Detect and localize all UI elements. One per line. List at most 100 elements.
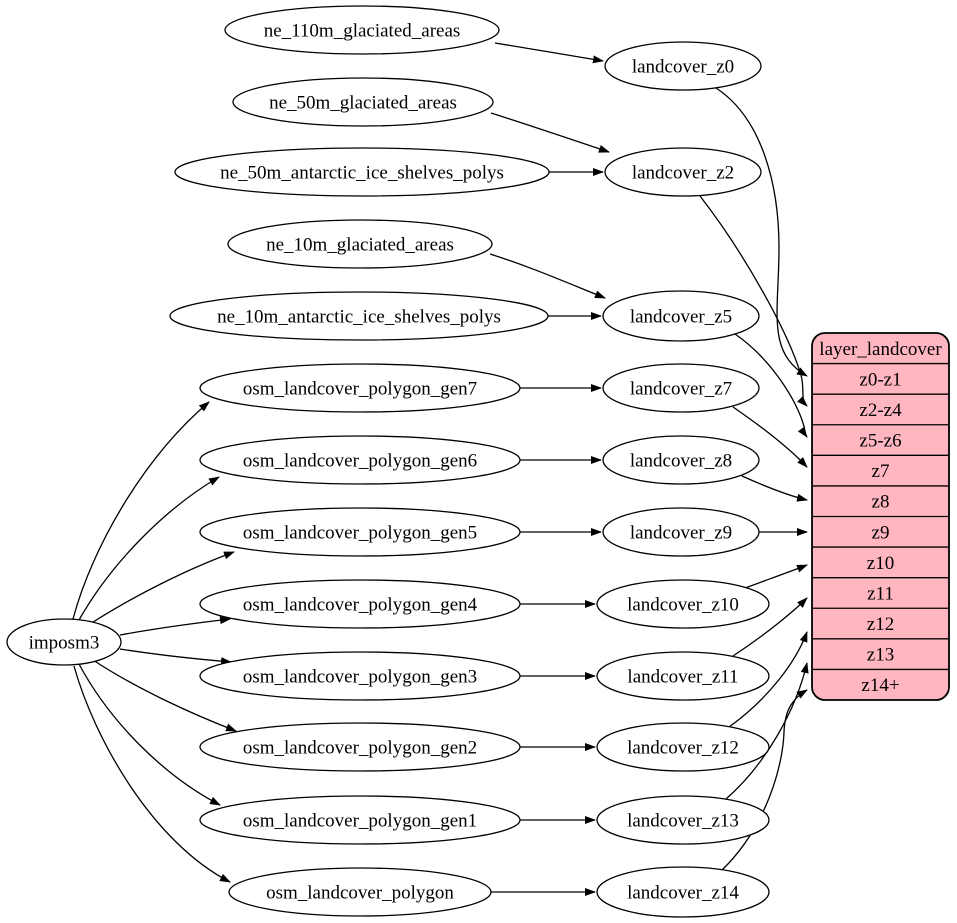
node-label: ne_10m_antarctic_ice_shelves_polys <box>217 306 501 327</box>
edge-imposm3--osm_landcover_polygon_gen3 <box>119 648 232 666</box>
node-landcover_z11: landcover_z11 <box>596 651 770 701</box>
node-landcover_z14: landcover_z14 <box>596 866 770 918</box>
node-shape <box>199 722 521 772</box>
table-row: z2-z4 <box>859 400 902 421</box>
node-osm_landcover_polygon_gen3: osm_landcover_polygon_gen3 <box>199 651 521 701</box>
node-shape <box>169 291 549 341</box>
edge-imposm3--osm_landcover_polygon <box>73 665 231 883</box>
node-label: ne_110m_glaciated_areas <box>264 20 461 41</box>
table-row: z8 <box>872 492 890 513</box>
node-shape <box>199 507 521 557</box>
node-label: osm_landcover_polygon_gen3 <box>243 666 477 687</box>
table-row: z14+ <box>861 675 899 696</box>
node-shape <box>602 435 760 485</box>
node-osm_landcover_polygon_gen7: osm_landcover_polygon_gen7 <box>199 363 521 413</box>
edge-landcover_z12--layer_landcover.z12 <box>728 631 808 728</box>
node-shape <box>596 651 770 701</box>
node-imposm3: imposm3 <box>6 618 122 666</box>
edge-landcover_z2--layer_landcover.z2-z4 <box>699 195 808 407</box>
node-shape <box>232 77 494 127</box>
layer-table: layer_landcoverz0-z1z2-z4z5-z6z7z8z9z10z… <box>811 332 950 701</box>
node-shape <box>6 618 122 666</box>
edge-imposm3--osm_landcover_polygon_gen2 <box>92 659 237 732</box>
node-shape <box>199 579 521 629</box>
node-shape <box>596 795 770 845</box>
table-row: z0-z1 <box>859 369 901 390</box>
node-osm_landcover_polygon_gen1: osm_landcover_polygon_gen1 <box>199 795 521 845</box>
edge-ne_110m_glaciated_areas--landcover_z0 <box>494 42 604 64</box>
node-label: landcover_z7 <box>630 378 732 399</box>
node-landcover_z7: landcover_z7 <box>602 363 760 413</box>
node-label: landcover_z9 <box>630 522 732 543</box>
node-label: landcover_z8 <box>630 450 732 471</box>
node-shape <box>174 147 550 197</box>
node-shape <box>199 435 521 485</box>
node-label: landcover_z12 <box>627 737 739 758</box>
node-label: landcover_z5 <box>630 306 732 327</box>
edge-imposm3--osm_landcover_polygon_gen4 <box>119 616 231 636</box>
node-ne_10m_antarctic_ice_shelves_polys: ne_10m_antarctic_ice_shelves_polys <box>169 291 549 341</box>
node-osm_landcover_polygon_gen5: osm_landcover_polygon_gen5 <box>199 507 521 557</box>
node-ne_10m_glaciated_areas: ne_10m_glaciated_areas <box>227 219 493 269</box>
node-shape <box>604 147 762 197</box>
node-shape <box>604 41 762 91</box>
node-osm_landcover_polygon_gen4: osm_landcover_polygon_gen4 <box>199 579 521 629</box>
node-landcover_z12: landcover_z12 <box>596 722 770 772</box>
node-label: osm_landcover_polygon_gen1 <box>243 810 477 831</box>
node-label: osm_landcover_polygon_gen5 <box>243 522 477 543</box>
table-row: z7 <box>872 461 890 482</box>
node-shape <box>602 507 760 557</box>
node-shape <box>224 5 500 55</box>
node-label: landcover_z14 <box>627 882 739 903</box>
node-label: osm_landcover_polygon_gen6 <box>243 450 477 471</box>
edge-imposm3--osm_landcover_polygon_gen6 <box>78 476 220 621</box>
node-ne_50m_glaciated_areas: ne_50m_glaciated_areas <box>232 77 494 127</box>
table-row: z10 <box>867 553 894 574</box>
edge-ne_50m_glaciated_areas--landcover_z2 <box>490 112 610 153</box>
edge-imposm3--osm_landcover_polygon_gen7 <box>72 401 210 620</box>
edge-landcover_z8--layer_landcover.z8 <box>741 475 808 502</box>
table-row: z5-z6 <box>859 431 901 452</box>
nodes: imposm3 ne_110m_glaciated_areas ne_50m_gla… <box>6 5 770 918</box>
node-shape <box>596 722 770 772</box>
node-label: landcover_z11 <box>627 666 738 687</box>
node-landcover_z8: landcover_z8 <box>602 435 760 485</box>
node-landcover_z5: landcover_z5 <box>602 290 760 342</box>
node-landcover_z2: landcover_z2 <box>604 147 762 197</box>
node-shape <box>228 867 492 917</box>
node-ne_50m_antarctic_ice_shelves_polys: ne_50m_antarctic_ice_shelves_polys <box>174 147 550 197</box>
node-label: osm_landcover_polygon <box>266 882 454 903</box>
table-title: layer_landcover <box>819 339 942 360</box>
edge-imposm3--osm_landcover_polygon_gen1 <box>78 663 221 806</box>
node-shape <box>596 866 770 918</box>
node-label: imposm3 <box>29 632 100 653</box>
node-shape <box>227 219 493 269</box>
table-row: z13 <box>867 645 894 666</box>
node-label: landcover_z13 <box>627 810 739 831</box>
edge-landcover_z7--layer_landcover.z7 <box>732 406 808 468</box>
edge-landcover_z0--layer_landcover.z0-z1 <box>715 87 808 377</box>
node-osm_landcover_polygon_gen2: osm_landcover_polygon_gen2 <box>199 722 521 772</box>
node-label: osm_landcover_polygon_gen4 <box>243 594 478 615</box>
edges <box>72 42 809 896</box>
node-ne_110m_glaciated_areas: ne_110m_glaciated_areas <box>224 5 500 55</box>
node-shape <box>199 795 521 845</box>
node-label: osm_landcover_polygon_gen7 <box>243 378 477 399</box>
table-row: z12 <box>867 614 894 635</box>
node-osm_landcover_polygon: osm_landcover_polygon <box>228 867 492 917</box>
edge-landcover_z11--layer_landcover.z11 <box>732 597 808 657</box>
node-shape <box>199 363 521 413</box>
node-label: landcover_z10 <box>627 594 739 615</box>
node-label: landcover_z0 <box>632 56 734 77</box>
edge-ne_10m_glaciated_areas--landcover_z5 <box>489 253 606 299</box>
node-shape <box>199 651 521 701</box>
node-shape <box>596 579 770 629</box>
node-label: ne_10m_glaciated_areas <box>266 234 454 255</box>
node-shape <box>602 290 760 342</box>
node-landcover_z10: landcover_z10 <box>596 579 770 629</box>
edge-imposm3--osm_landcover_polygon_gen5 <box>89 551 235 625</box>
edge-landcover_z10--layer_landcover.z10 <box>744 564 808 589</box>
node-shape <box>602 363 760 413</box>
